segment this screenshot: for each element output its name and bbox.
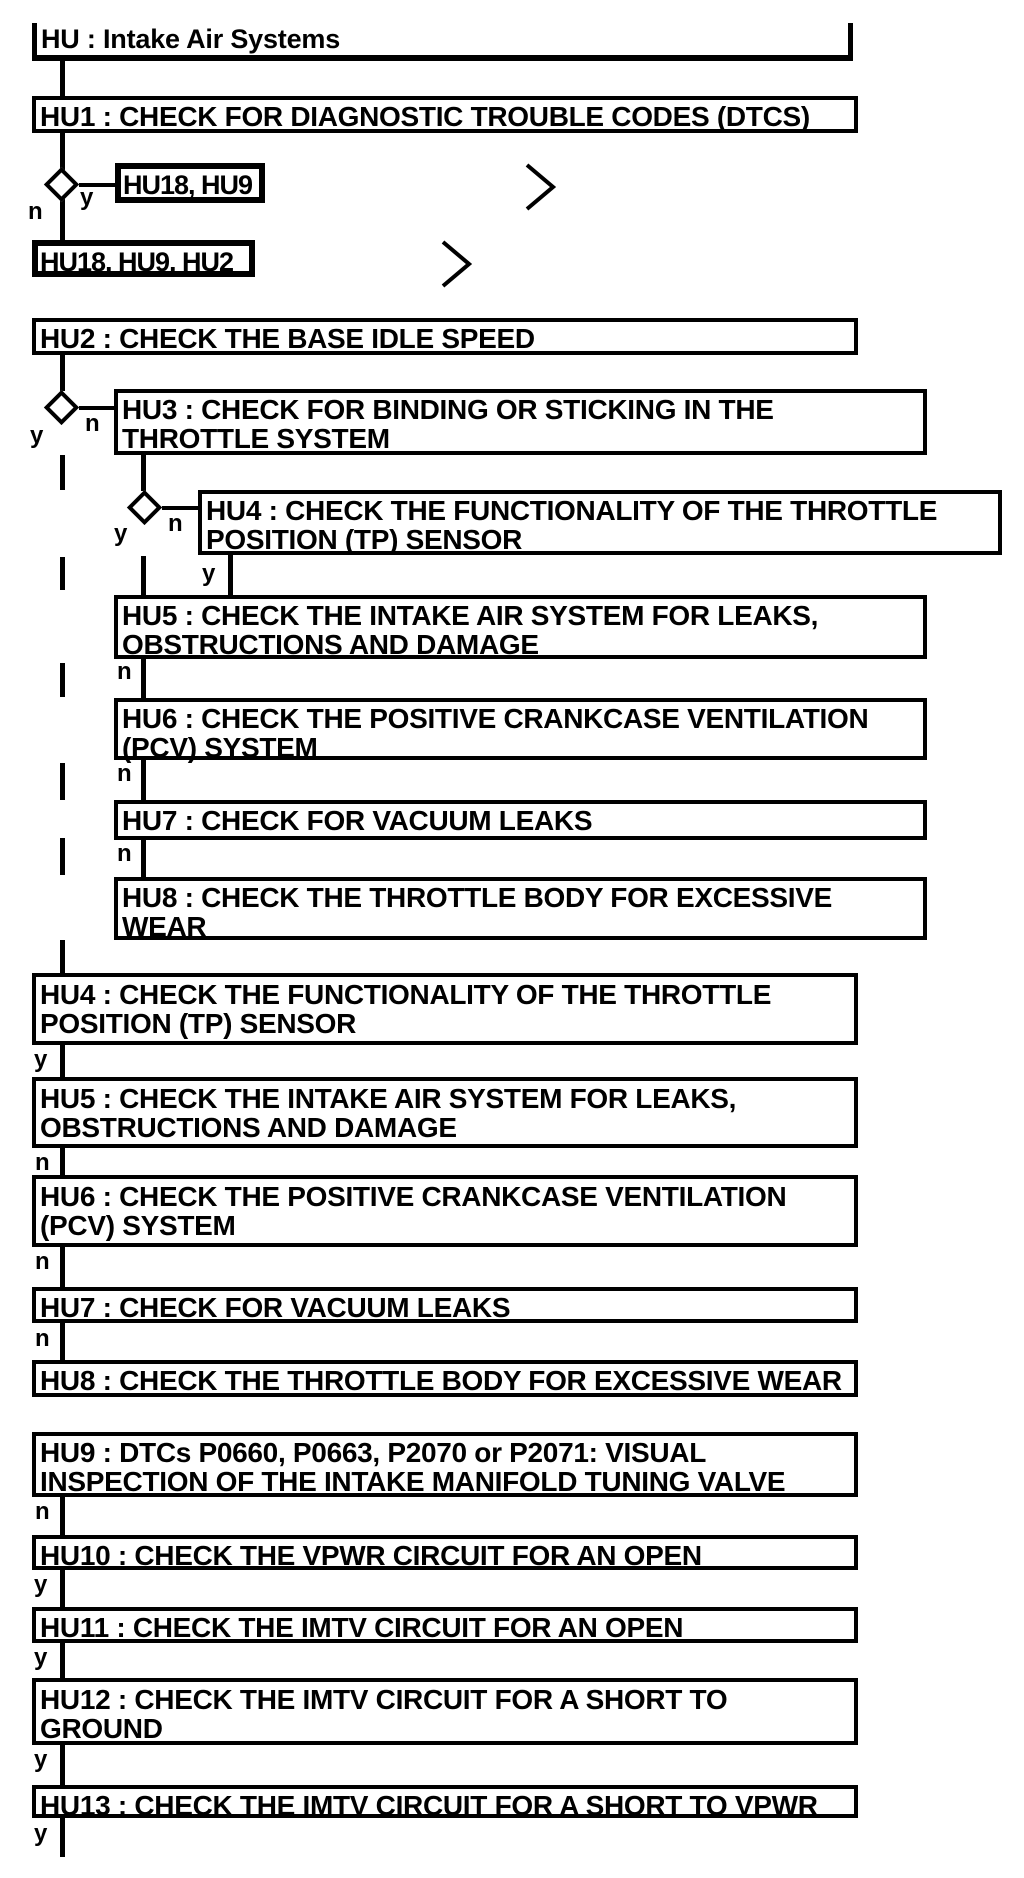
dashed-connector-segment: [60, 663, 65, 697]
connector-diamond1-ref1: [79, 183, 117, 187]
connector-diamond1-ref2: [60, 198, 65, 240]
node-hu7: HU7 : CHECK FOR VACUUM LEAKS: [32, 1287, 858, 1323]
node-hu-title: HU : Intake Air Systems: [32, 23, 853, 61]
edge-label-yes: y: [34, 1820, 48, 1847]
edge-label-yes: y: [80, 184, 94, 211]
connector-diamond3-hu4b: [162, 506, 200, 510]
connector-hu10-hu11: [60, 1570, 65, 1607]
node-hu3: HU3 : CHECK FOR BINDING OR STICKING IN T…: [114, 389, 927, 455]
offpage-arrow-icon: [524, 162, 557, 217]
connector-hu7b-hu8b: [141, 840, 146, 877]
node-hu5-branch: HU5 : CHECK THE INTAKE AIR SYSTEM FOR LE…: [114, 595, 927, 659]
edge-label-no: n: [35, 1498, 50, 1525]
dashed-connector-segment: [60, 763, 65, 800]
edge-label-no: n: [117, 658, 132, 685]
edge-label-yes: y: [30, 422, 44, 449]
dashed-connector-segment: [60, 557, 65, 590]
dashed-connector-segment: [60, 838, 65, 875]
node-hu9: HU9 : DTCs P0660, P0663, P2070 or P2071:…: [32, 1432, 858, 1497]
connector-hu4-hu5: [60, 1045, 65, 1077]
node-hu5: HU5 : CHECK THE INTAKE AIR SYSTEM FOR LE…: [32, 1077, 858, 1148]
node-ref-hu18-hu9-hu2: HU18, HU9, HU2: [32, 240, 255, 277]
edge-label-no: n: [35, 1149, 50, 1176]
edge-label-yes: y: [34, 1571, 48, 1598]
edge-label-no: n: [117, 760, 132, 787]
node-hu13: HU13 : CHECK THE IMTV CIRCUIT FOR A SHOR…: [32, 1785, 858, 1820]
node-hu4-branch: HU4 : CHECK THE FUNCTIONALITY OF THE THR…: [198, 490, 1002, 555]
edge-label-no: n: [28, 198, 43, 225]
edge-label-yes: y: [34, 1746, 48, 1773]
offpage-arrow-icon: [440, 239, 473, 294]
dashed-connector-segment: [60, 940, 65, 975]
edge-label-yes: y: [34, 1644, 48, 1671]
connector-hu5-hu6: [60, 1148, 65, 1175]
node-ref-hu18-hu9: HU18, HU9: [115, 163, 265, 203]
connector-diamond2-hu3: [79, 406, 116, 410]
dashed-connector-segment: [60, 455, 65, 490]
node-hu6-branch: HU6 : CHECK THE POSITIVE CRANKCASE VENTI…: [114, 698, 927, 762]
edge-label-no: n: [117, 840, 132, 867]
decision-diamond-dtcs: [43, 166, 80, 203]
node-hu10: HU10 : CHECK THE VPWR CIRCUIT FOR AN OPE…: [32, 1535, 858, 1570]
edge-label-no: n: [35, 1325, 50, 1352]
connector-title-hu1: [60, 58, 65, 96]
decision-diamond-idle: [43, 389, 80, 426]
connector-hu9-hu10: [60, 1497, 65, 1535]
edge-label-yes: y: [34, 1046, 48, 1073]
connector-hu4b-hu5b: [228, 555, 233, 595]
connector-hu6b-hu7b: [141, 760, 146, 800]
node-hu4: HU4 : CHECK THE FUNCTIONALITY OF THE THR…: [32, 973, 858, 1045]
node-hu8: HU8 : CHECK THE THROTTLE BODY FOR EXCESS…: [32, 1360, 858, 1397]
connector-hu12-hu13: [60, 1745, 65, 1785]
edge-label-yes: y: [114, 520, 128, 547]
connector-hu7-hu8: [60, 1323, 65, 1360]
connector-hu5b-hu6b: [141, 659, 146, 698]
node-hu12: HU12 : CHECK THE IMTV CIRCUIT FOR A SHOR…: [32, 1678, 858, 1745]
node-hu2: HU2 : CHECK THE BASE IDLE SPEED: [32, 318, 858, 355]
connector-hu13-exit: [60, 1818, 65, 1857]
node-hu7-branch: HU7 : CHECK FOR VACUUM LEAKS: [114, 800, 927, 840]
connector-hu6-hu7: [60, 1247, 65, 1287]
edge-label-no: n: [35, 1248, 50, 1275]
edge-label-no: n: [85, 410, 100, 437]
edge-label-no: n: [168, 510, 183, 537]
node-hu1: HU1 : CHECK FOR DIAGNOSTIC TROUBLE CODES…: [32, 96, 858, 133]
connector-hu11-hu12: [60, 1643, 65, 1678]
connector-hu2-diamond2: [60, 355, 65, 391]
decision-diamond-throttle: [126, 489, 163, 526]
connector-hu3-diamond3: [141, 455, 146, 491]
node-hu11: HU11 : CHECK THE IMTV CIRCUIT FOR AN OPE…: [32, 1607, 858, 1643]
dashed-connector-segment: [141, 556, 146, 595]
node-hu6: HU6 : CHECK THE POSITIVE CRANKCASE VENTI…: [32, 1175, 858, 1247]
edge-label-yes: y: [202, 560, 216, 587]
node-hu8-branch: HU8 : CHECK THE THROTTLE BODY FOR EXCESS…: [114, 877, 927, 941]
connector-hu1-diamond1: [60, 133, 65, 173]
